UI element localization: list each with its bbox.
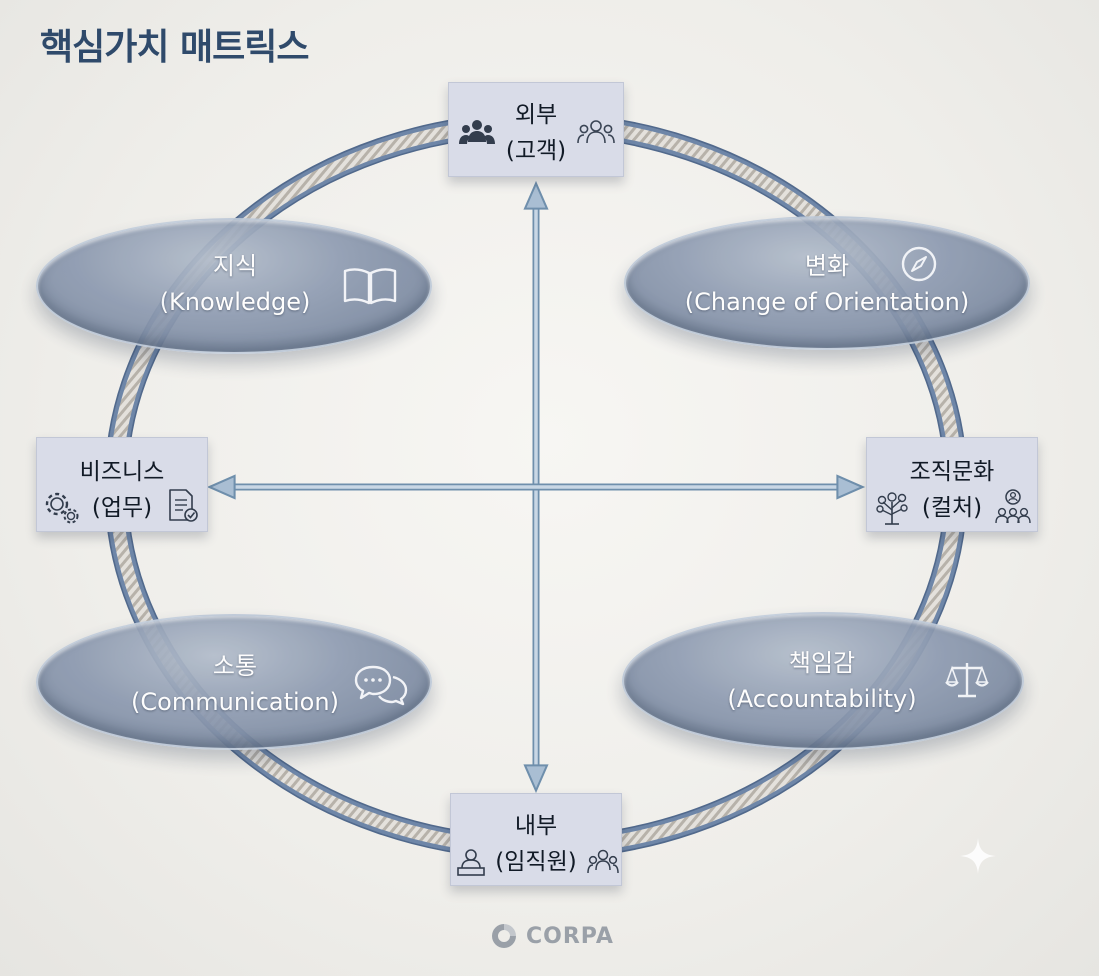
tree-icon	[876, 492, 908, 525]
node-top-line2: (고객)	[505, 138, 567, 164]
node-right-line1: 조직문화	[909, 459, 995, 485]
node-organizational-culture: 조직문화 (컬처)	[866, 437, 1038, 532]
person-at-desk-icon	[457, 849, 485, 876]
value-communication-en: (Communication)	[131, 688, 339, 716]
value-accountability-en: (Accountability)	[727, 685, 917, 713]
value-accountability-ko: 책임감	[788, 649, 856, 677]
value-communication-ko: 소통	[212, 652, 258, 680]
node-top-line1: 외부	[514, 102, 558, 128]
chat-bubbles-icon	[354, 665, 408, 706]
node-business-work: 비즈니스 (업무)	[36, 437, 208, 532]
team-leader-icon	[995, 489, 1031, 524]
value-knowledge-ko: 지식	[212, 252, 258, 280]
value-change-ko: 변화	[804, 252, 850, 280]
value-communication-label: 소통 (Communication)	[120, 648, 350, 720]
sparkle-icon	[960, 838, 996, 874]
scales-icon	[945, 663, 989, 698]
corpa-logo-icon	[492, 924, 516, 948]
document-check-icon	[169, 489, 198, 522]
node-bottom-line1: 내부	[514, 813, 558, 839]
value-communication: 소통 (Communication)	[36, 614, 432, 750]
node-external-customer: 외부 (고객)	[448, 82, 624, 177]
compass-icon	[901, 246, 937, 282]
value-change: 변화 (Change of Orientation)	[624, 216, 1030, 350]
node-left-line1: 비즈니스	[79, 459, 165, 485]
node-right-line2: (컬처)	[921, 495, 983, 521]
gears-icon	[45, 492, 79, 524]
people-group-solid-icon	[459, 120, 495, 144]
open-book-icon	[343, 268, 397, 305]
node-internal-employees: 내부 (임직원)	[450, 793, 622, 886]
brand-name: CORPA	[526, 923, 614, 949]
value-knowledge: 지식 (Knowledge)	[36, 218, 432, 354]
value-knowledge-en: (Knowledge)	[159, 288, 311, 316]
team-outline-icon	[587, 849, 619, 874]
people-group-outline-icon	[577, 120, 615, 144]
page-title: 핵심가치 매트릭스	[40, 27, 309, 68]
value-knowledge-label: 지식 (Knowledge)	[130, 248, 340, 320]
value-change-label: 변화 (Change of Orientation)	[647, 248, 1007, 320]
node-bottom-line2: (임직원)	[495, 849, 577, 875]
node-left-line2: (업무)	[91, 495, 153, 521]
brand-logo: CORPA	[490, 920, 614, 952]
value-accountability-label: 책임감 (Accountability)	[702, 645, 942, 717]
value-change-en: (Change of Orientation)	[684, 288, 970, 316]
value-accountability: 책임감 (Accountability)	[622, 612, 1024, 750]
